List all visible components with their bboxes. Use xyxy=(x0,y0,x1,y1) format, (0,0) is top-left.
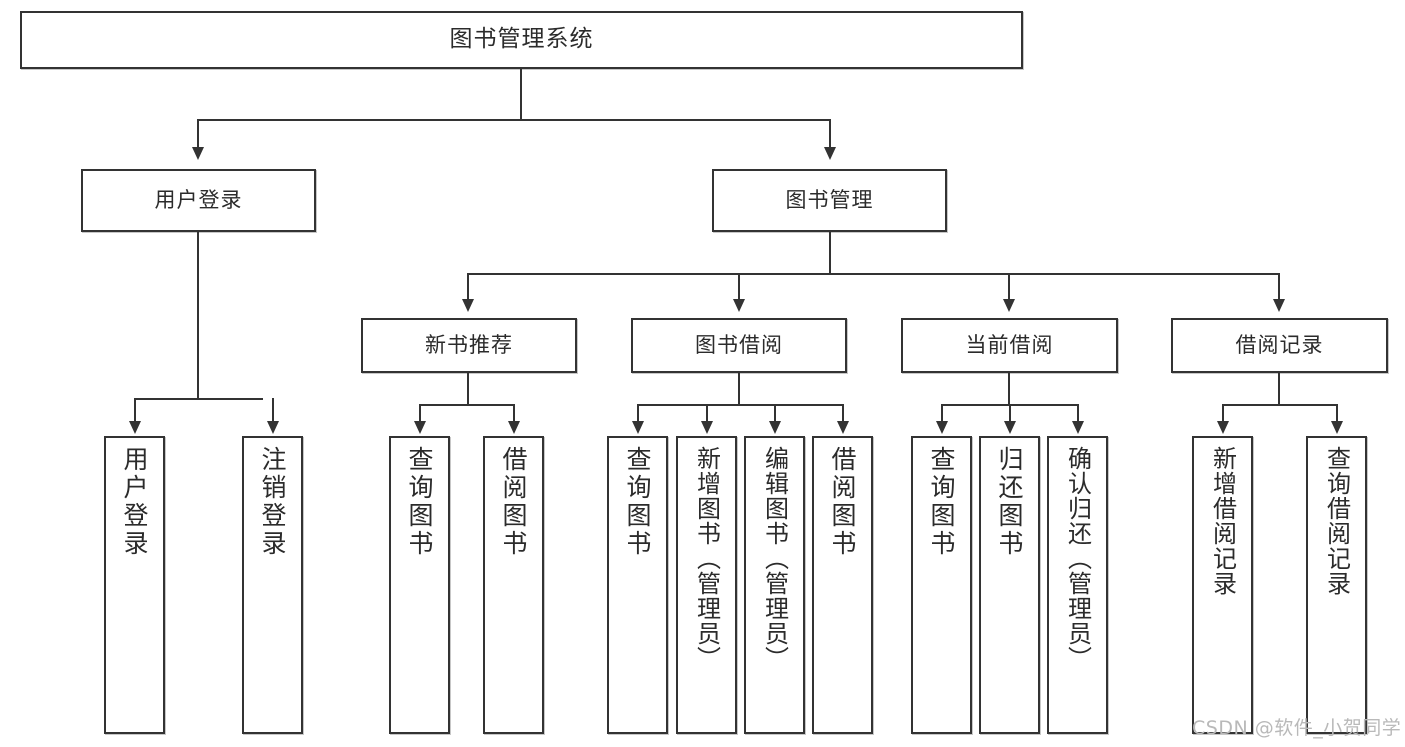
edge-drop-cb-leaf-1 xyxy=(941,404,943,423)
arrow-to-cb-leaf-1 xyxy=(936,421,948,434)
arrow-to-book-management xyxy=(824,147,836,160)
node-label: 当前借阅 xyxy=(965,333,1054,358)
node-current-borrow[interactable]: 当前借阅 xyxy=(901,318,1118,373)
leaf-book-borrow-add-book-admin[interactable]: 新增图书（管理员） xyxy=(676,436,737,734)
edge-drop-bb-leaf-1 xyxy=(637,404,639,423)
node-label: 用户登录 xyxy=(154,188,243,213)
watermark-text: CSDN @软件_小贺同学 xyxy=(1192,717,1402,739)
edge-drop-cb-leaf-2 xyxy=(1009,404,1011,423)
node-label: 新增借阅记录 xyxy=(1208,446,1237,596)
edge-drop-user-login xyxy=(197,119,199,149)
node-label: 编辑图书（管理员） xyxy=(760,446,789,671)
edge-drop-bb-leaf-3 xyxy=(774,404,776,423)
node-label: 借阅图书 xyxy=(828,446,857,558)
edge-drop-book-management xyxy=(829,119,831,149)
edge-book-borrow-stem xyxy=(738,373,740,406)
edge-drop-bb-leaf-2 xyxy=(706,404,708,423)
leaf-borrow-record-add-record[interactable]: 新增借阅记录 xyxy=(1192,436,1253,734)
node-book-borrow[interactable]: 图书借阅 xyxy=(631,318,847,373)
node-label: 查询图书 xyxy=(623,446,652,558)
arrow-to-book-borrow xyxy=(733,299,745,312)
node-label: 借阅记录 xyxy=(1235,333,1324,358)
edge-new-book-recommend-stem xyxy=(467,373,469,406)
node-label: 图书管理 xyxy=(785,188,874,213)
arrow-to-user-login-leaf-1 xyxy=(129,421,141,434)
edge-borrow-record-stem xyxy=(1278,373,1280,406)
edge-drop-br-leaf-2 xyxy=(1336,404,1338,423)
leaf-borrow-record-query-record[interactable]: 查询借阅记录 xyxy=(1306,436,1367,734)
edge-root-bus xyxy=(197,119,831,121)
edge-drop-user-login-leaf-2 xyxy=(272,398,274,423)
arrow-to-bb-leaf-1 xyxy=(632,421,644,434)
edge-drop-bb-leaf-4 xyxy=(842,404,844,423)
node-label: 查询借阅记录 xyxy=(1322,446,1351,596)
leaf-new-book-query-book[interactable]: 查询图书 xyxy=(389,436,450,734)
edge-drop-new-book-recommend xyxy=(467,273,469,301)
arrow-to-br-leaf-2 xyxy=(1331,421,1343,434)
edge-drop-br-leaf-1 xyxy=(1222,404,1224,423)
node-label: 图书管理系统 xyxy=(449,26,594,53)
leaf-book-borrow-borrow-book[interactable]: 借阅图书 xyxy=(812,436,873,734)
arrow-to-br-leaf-1 xyxy=(1217,421,1229,434)
leaf-user-login-logout[interactable]: 注销登录 xyxy=(242,436,303,734)
node-label: 新书推荐 xyxy=(425,333,513,358)
node-label: 用户登录 xyxy=(120,446,149,558)
edge-user-login-bus xyxy=(134,398,263,400)
edge-book-management-stem xyxy=(829,232,831,275)
node-label: 注销登录 xyxy=(258,446,287,558)
node-label: 查询图书 xyxy=(927,446,956,558)
arrow-to-bb-leaf-2 xyxy=(701,421,713,434)
edge-new-book-recommend-bus xyxy=(419,404,515,406)
edge-drop-nbr-leaf-2 xyxy=(513,404,515,423)
arrow-to-nbr-leaf-1 xyxy=(414,421,426,434)
node-label: 归还图书 xyxy=(995,446,1024,558)
node-book-management[interactable]: 图书管理 xyxy=(712,169,947,232)
arrow-to-cb-leaf-3 xyxy=(1072,421,1084,434)
edge-root-stem xyxy=(520,69,522,120)
edge-drop-current-borrow xyxy=(1008,273,1010,301)
node-new-book-recommend[interactable]: 新书推荐 xyxy=(361,318,577,373)
arrow-to-nbr-leaf-2 xyxy=(508,421,520,434)
edge-user-login-stem xyxy=(197,232,199,400)
edge-drop-cb-leaf-3 xyxy=(1077,404,1079,423)
edge-drop-user-login-leaf-1 xyxy=(134,398,136,423)
leaf-current-borrow-query-book[interactable]: 查询图书 xyxy=(911,436,972,734)
node-user-login[interactable]: 用户登录 xyxy=(81,169,316,232)
arrow-to-current-borrow xyxy=(1003,299,1015,312)
node-label: 借阅图书 xyxy=(499,446,528,558)
node-borrow-record[interactable]: 借阅记录 xyxy=(1171,318,1388,373)
edge-book-management-bus xyxy=(467,273,1280,275)
node-label: 查询图书 xyxy=(405,446,434,558)
edge-current-borrow-stem xyxy=(1008,373,1010,406)
arrow-to-user-login-leaf-2 xyxy=(267,421,279,434)
arrow-to-borrow-record xyxy=(1273,299,1285,312)
edge-drop-borrow-record xyxy=(1278,273,1280,301)
leaf-current-borrow-return-book[interactable]: 归还图书 xyxy=(979,436,1040,734)
node-root-book-management-system[interactable]: 图书管理系统 xyxy=(20,11,1023,69)
leaf-book-borrow-edit-book-admin[interactable]: 编辑图书（管理员） xyxy=(744,436,805,734)
arrow-to-user-login xyxy=(192,147,204,160)
node-label: 图书借阅 xyxy=(695,333,783,358)
node-label: 新增图书（管理员） xyxy=(692,446,721,671)
leaf-book-borrow-query-book[interactable]: 查询图书 xyxy=(607,436,668,734)
edge-borrow-record-bus xyxy=(1222,404,1336,406)
edge-drop-book-borrow xyxy=(738,273,740,301)
arrow-to-bb-leaf-4 xyxy=(837,421,849,434)
edge-drop-nbr-leaf-1 xyxy=(419,404,421,423)
arrow-to-bb-leaf-3 xyxy=(769,421,781,434)
arrow-to-new-book-recommend xyxy=(462,299,474,312)
leaf-current-borrow-confirm-return-admin[interactable]: 确认归还（管理员） xyxy=(1047,436,1108,734)
leaf-new-book-borrow-book[interactable]: 借阅图书 xyxy=(483,436,544,734)
edge-book-borrow-bus xyxy=(637,404,843,406)
leaf-user-login-login[interactable]: 用户登录 xyxy=(104,436,165,734)
arrow-to-cb-leaf-2 xyxy=(1004,421,1016,434)
node-label: 确认归还（管理员） xyxy=(1063,446,1092,671)
